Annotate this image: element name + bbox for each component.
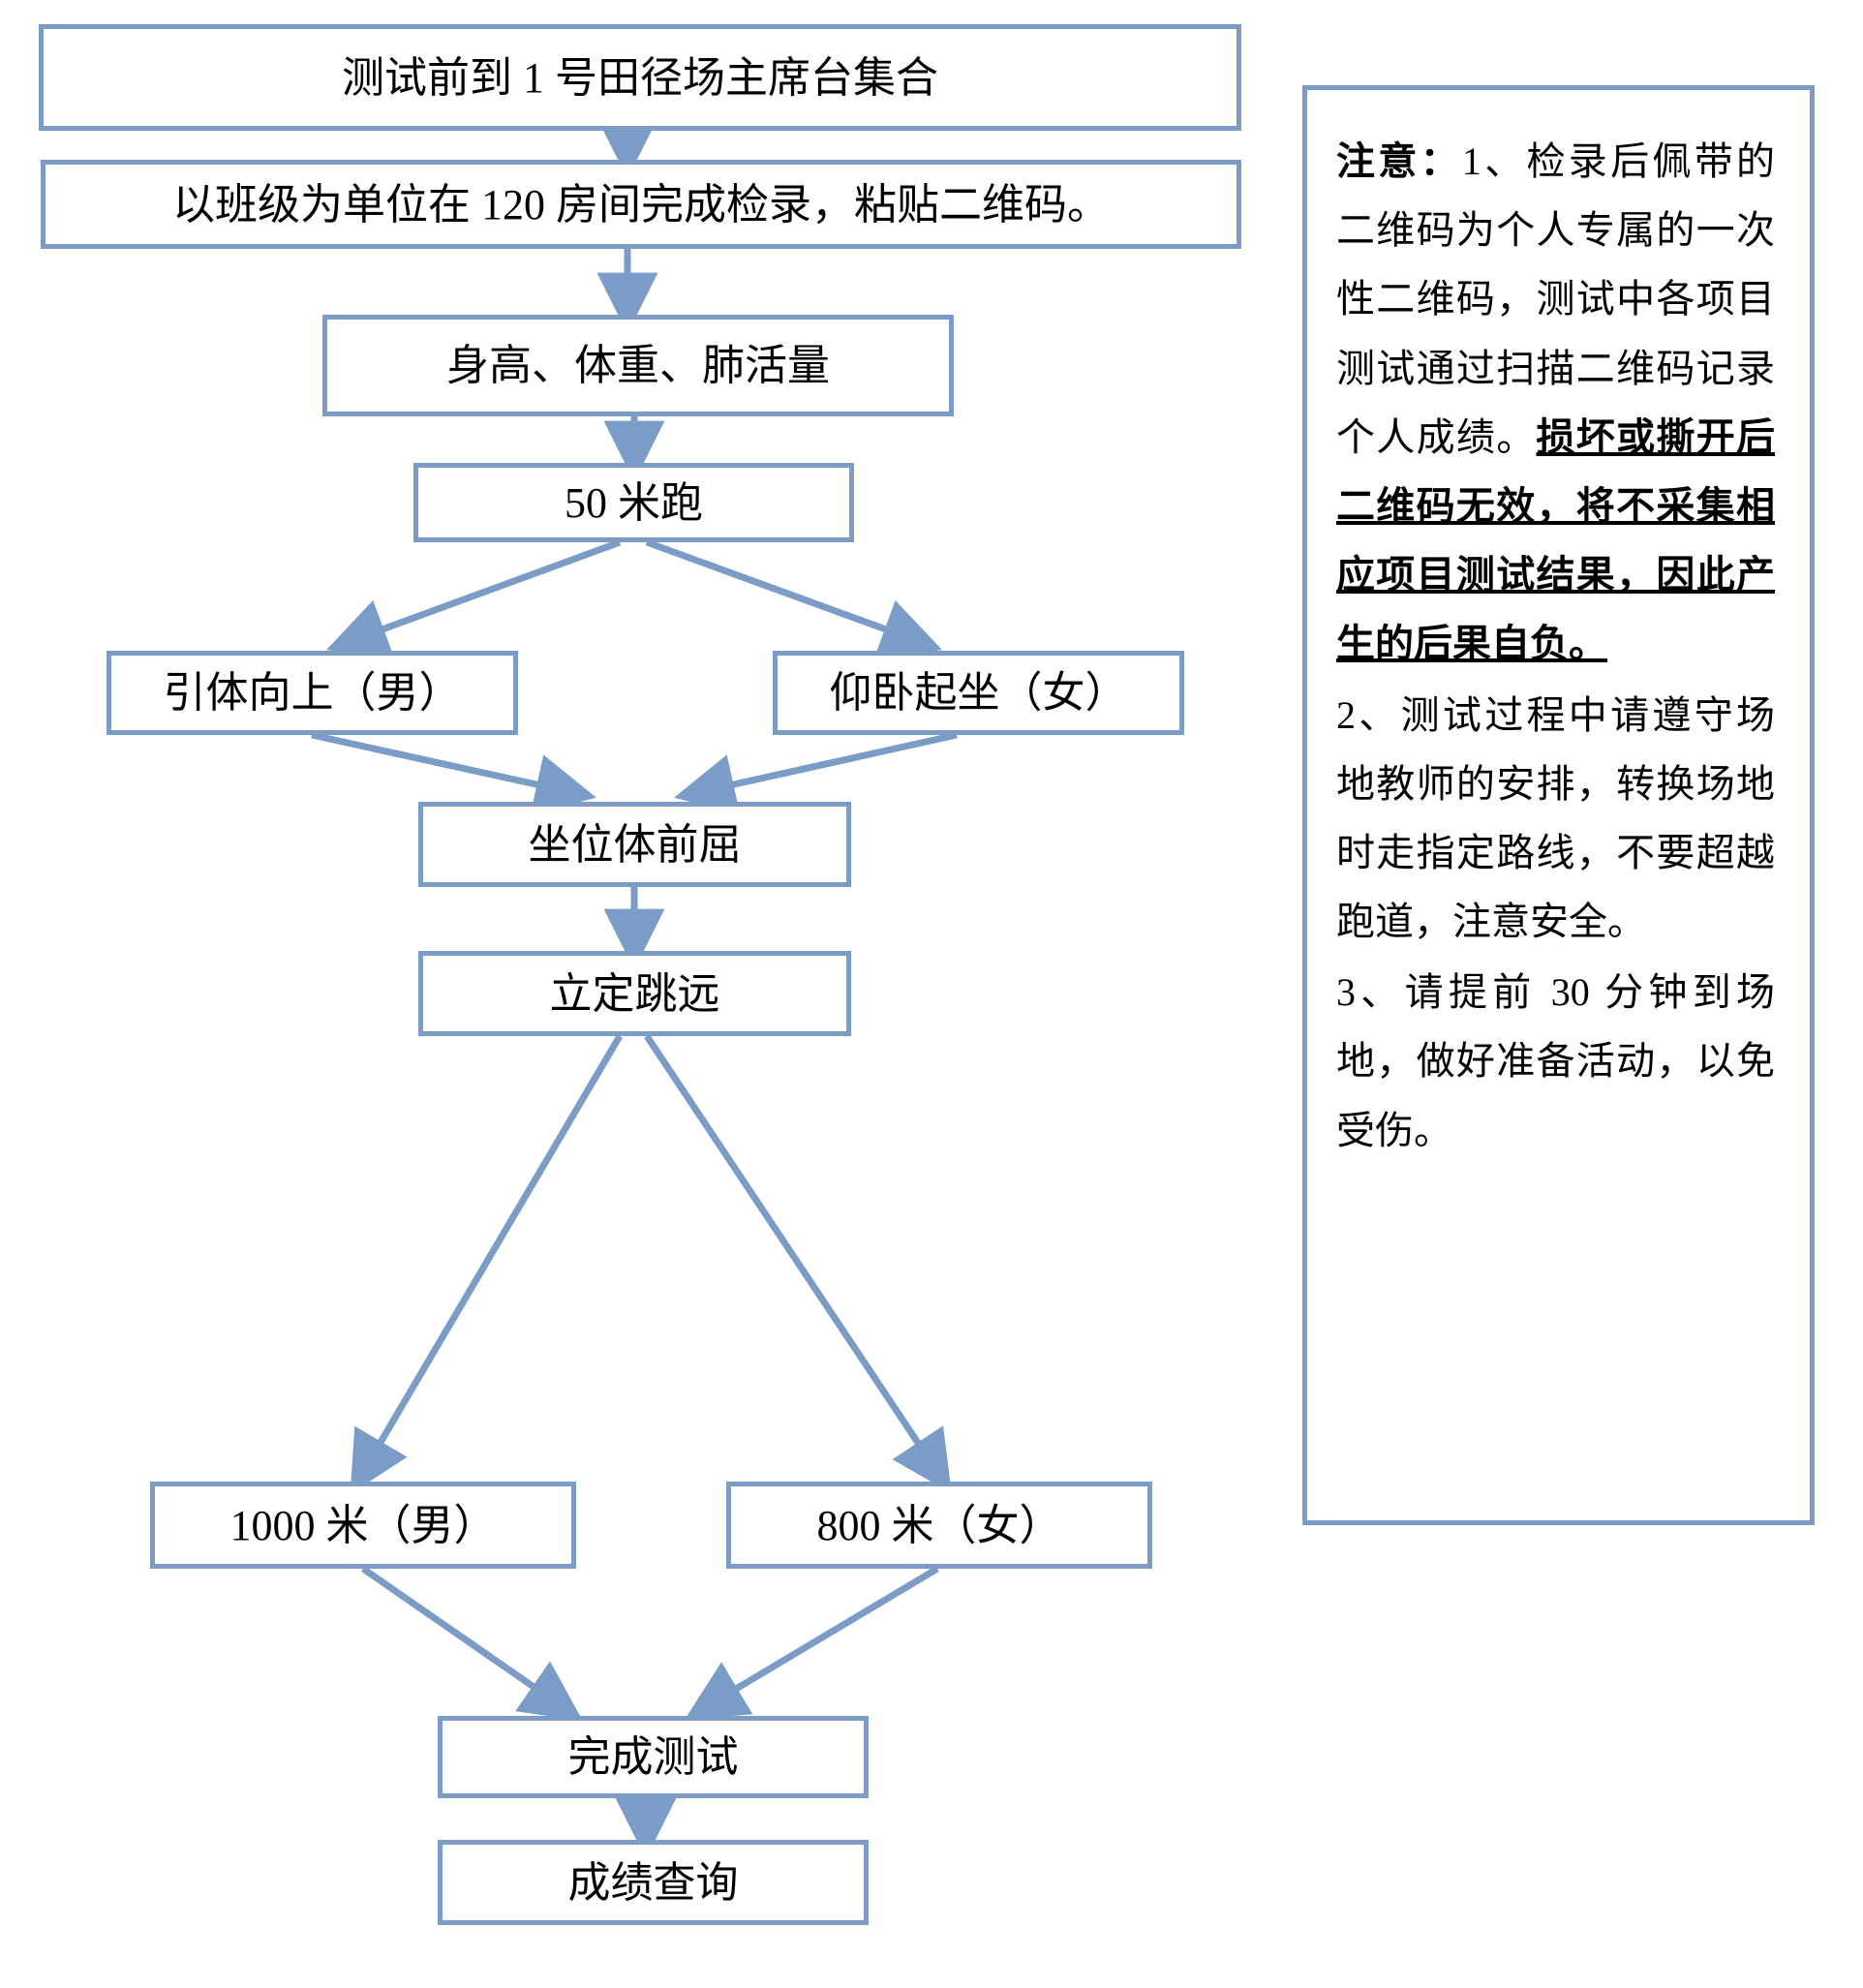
arrow-longjump-to-run1000 (350, 1034, 624, 1494)
flow-node-test-complete[interactable]: 完成测试 (438, 1716, 869, 1798)
flow-node-run-50m-label: 50 米跑 (565, 478, 703, 527)
flow-node-situp-female-label: 仰卧起坐（女） (829, 669, 1128, 717)
flow-node-run-800m-female[interactable]: 800 米（女） (726, 1482, 1152, 1569)
flow-node-score-query[interactable]: 成绩查询 (438, 1840, 869, 1925)
flow-node-score-query-label: 成绩查询 (567, 1858, 739, 1907)
arrow-longjump-to-run800 (644, 1034, 952, 1494)
flow-node-assembly-label: 测试前到 1 号田径场主席台集合 (342, 53, 938, 102)
note-item-2: 2、测试过程中请遵守场地教师的安排，转换场地时走指定路线，不要超越跑道，注意安全… (1336, 692, 1775, 944)
notes-panel: 注意：1、检录后佩带的二维码为个人专属的一次性二维码，测试中各项目测试通过扫描二… (1302, 85, 1815, 1525)
flow-node-test-complete-label: 完成测试 (567, 1733, 739, 1781)
arrow-pullup-to-sitreach (311, 731, 596, 814)
note-item-1-text: 1、检录后佩带的二维码为个人专属的一次性二维码，测试中各项目测试通过扫描二维码记… (1336, 139, 1776, 459)
flow-node-checkin-label: 以班级为单位在 120 房间完成检录，粘贴二维码。 (172, 180, 1110, 229)
note-item-3: 3、请提前 30 分钟到场地，做好准备活动，以免受伤。 (1336, 970, 1775, 1152)
arrow-run1000-to-finish (361, 1566, 583, 1722)
flow-node-standing-long-jump[interactable]: 立定跳远 (418, 951, 851, 1036)
flow-node-body-measurements-label: 身高、体重、肺活量 (446, 342, 830, 389)
flow-node-situp-female[interactable]: 仰卧起坐（女） (773, 651, 1184, 735)
flow-node-body-measurements[interactable]: 身高、体重、肺活量 (322, 315, 954, 416)
flow-node-run-50m[interactable]: 50 米跑 (413, 463, 854, 542)
flow-node-standing-long-jump-label: 立定跳远 (549, 969, 720, 1018)
flow-node-checkin[interactable]: 以班级为单位在 120 房间完成检录，粘贴二维码。 (41, 160, 1241, 249)
flow-node-sit-and-reach[interactable]: 坐位体前屈 (418, 802, 851, 887)
flow-node-sit-and-reach-label: 坐位体前屈 (528, 820, 742, 869)
note-lead-label: 注意： (1336, 139, 1462, 183)
flow-node-pullup-male-label: 引体向上（男） (163, 669, 462, 717)
flow-node-run-1000m-male[interactable]: 1000 米（男） (150, 1482, 576, 1569)
arrow-situp-to-sitreach (674, 731, 958, 814)
note-item-1: 注意：1、检录后佩带的二维码为个人专属的一次性二维码，测试中各项目测试通过扫描二… (1336, 127, 1775, 679)
flow-node-pullup-male[interactable]: 引体向上（男） (107, 651, 518, 735)
flow-node-assembly[interactable]: 测试前到 1 号田径场主席台集合 (39, 24, 1241, 131)
arrow-run50-to-situp (645, 538, 942, 658)
flow-node-run-800m-female-label: 800 米（女） (816, 1501, 1062, 1549)
flow-node-run-1000m-male-label: 1000 米（男） (229, 1501, 497, 1549)
arrow-run800-to-finish (685, 1565, 939, 1720)
note-item-1-emphasis: 损坏或撕开后二维码无效，将不采集相应项目测试结果，因此产生的后果自负。 (1336, 414, 1775, 666)
arrow-run50-to-pullup (326, 538, 622, 658)
